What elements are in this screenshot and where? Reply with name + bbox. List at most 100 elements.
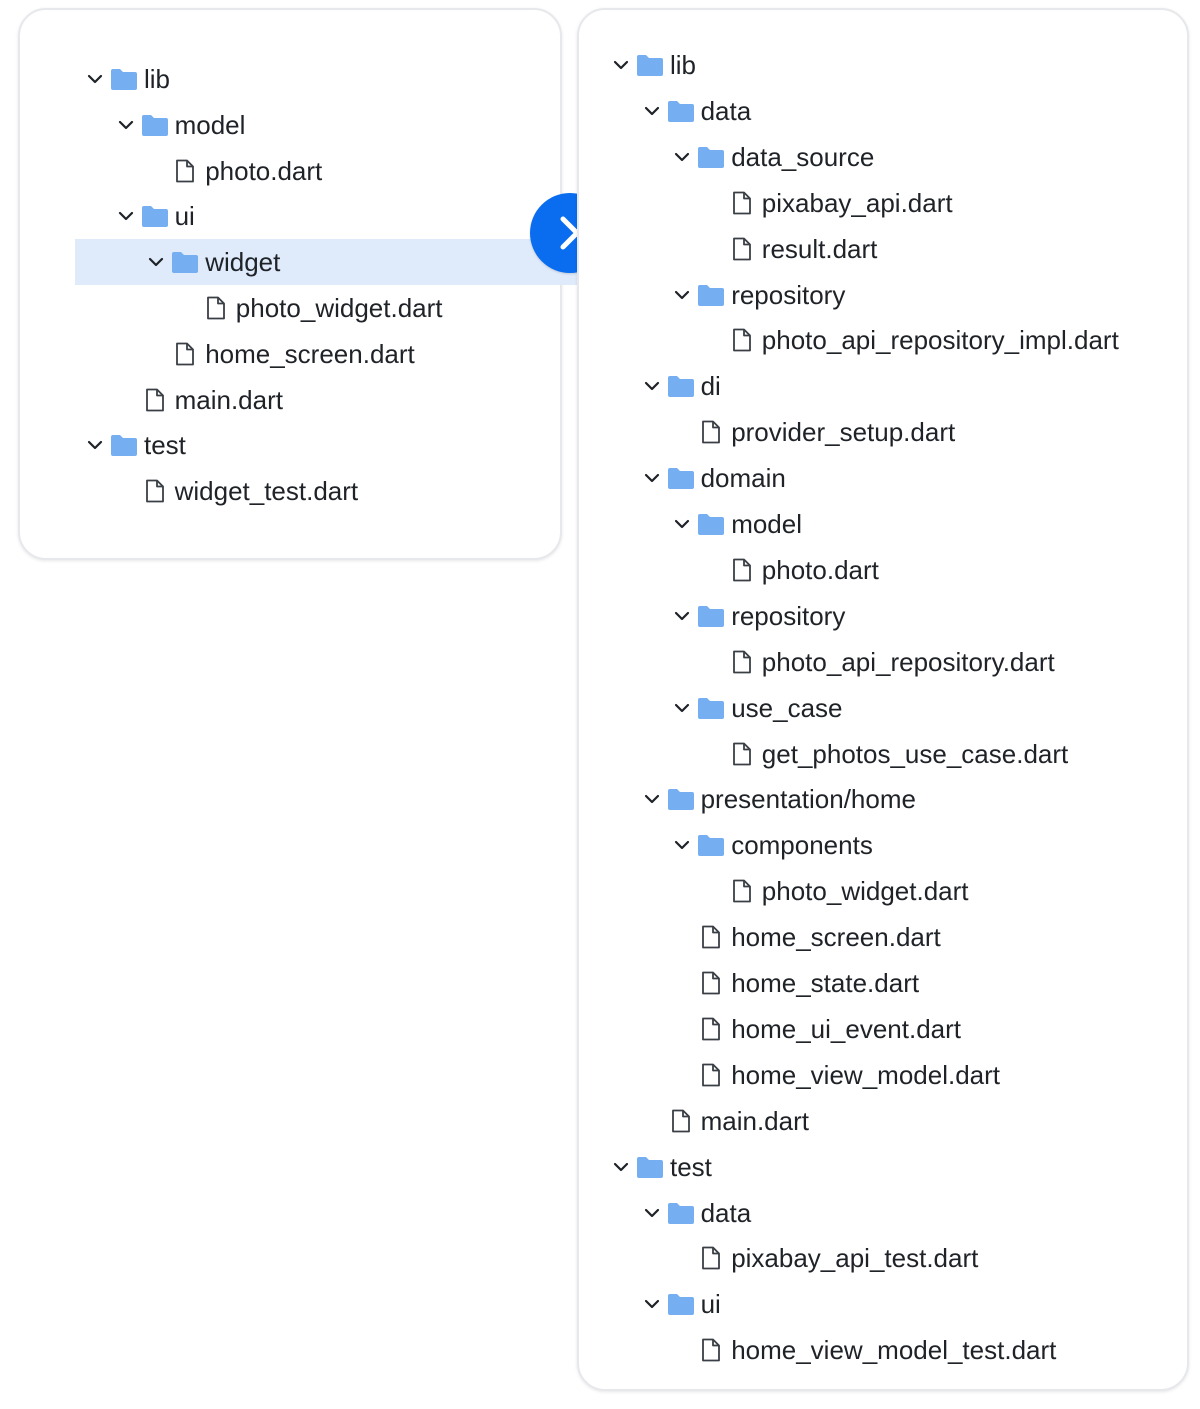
folder-icon [111, 435, 137, 457]
tree-folder-row[interactable]: lib [579, 42, 696, 88]
tree-item-label: use_case [731, 692, 843, 723]
tree-folder-row[interactable]: data [579, 1190, 751, 1236]
chevron-down-icon[interactable] [612, 56, 630, 74]
tree-folder-row[interactable]: repository [579, 272, 845, 318]
chevron-down-icon[interactable] [643, 102, 661, 120]
chevron-down-icon[interactable] [673, 286, 691, 304]
file-icon [145, 479, 164, 503]
tree-folder-row[interactable]: ui [579, 1281, 721, 1327]
tree-item-label: model [731, 509, 803, 539]
tree-folder-row[interactable]: domain [579, 455, 786, 501]
tree-file-row[interactable]: photo_widget.dart [20, 285, 443, 331]
tree-folder-row[interactable]: repository [579, 593, 845, 639]
file-icon [702, 1017, 721, 1041]
tree-file-row[interactable]: main.dart [20, 377, 283, 423]
tree-folder-row[interactable]: lib [20, 56, 170, 102]
tree-item-label: result.dart [761, 233, 878, 264]
tree-folder-row[interactable]: use_case [579, 685, 843, 731]
tree-file-row[interactable]: photo_api_repository_impl.dart [579, 317, 1119, 363]
chevron-down-icon[interactable] [117, 207, 135, 225]
tree-folder-row[interactable]: widget [75, 239, 578, 286]
tree-item-label: test [144, 430, 186, 461]
tree-folder-row[interactable]: model [20, 102, 245, 148]
file-icon [702, 1338, 721, 1362]
chevron-down-icon[interactable] [673, 148, 691, 166]
tree-file-row[interactable]: home_screen.dart [20, 331, 415, 377]
tree-file-row[interactable]: photo_widget.dart [579, 868, 969, 914]
folder-icon [111, 69, 137, 90]
tree-item-label: photo.dart [205, 155, 323, 186]
tree-file-row[interactable]: pixabay_api.dart [579, 180, 953, 226]
tree-file-row[interactable]: result.dart [579, 226, 877, 272]
file-icon [671, 1109, 690, 1133]
tree-folder-row[interactable]: presentation/home [579, 776, 916, 822]
tree-file-row[interactable]: photo_api_repository.dart [579, 639, 1055, 685]
chevron-down-icon[interactable] [643, 1204, 661, 1222]
file-icon [176, 342, 195, 366]
tree-item-label: home_state.dart [731, 968, 920, 998]
chevron-down-icon[interactable] [147, 253, 165, 271]
tree-folder-row[interactable]: di [579, 363, 721, 409]
tree-file-row[interactable]: provider_setup.dart [579, 409, 955, 455]
tree-folder-row[interactable]: test [579, 1144, 712, 1190]
tree-item-label: model [174, 109, 246, 140]
tree-file-row[interactable]: get_photos_use_case.dart [579, 731, 1068, 777]
file-icon [732, 650, 751, 674]
chevron-down-icon[interactable] [673, 607, 691, 625]
tree-item-label: main.dart [700, 1105, 809, 1136]
tree-item-label: presentation/home [700, 784, 916, 815]
tree-item-label: get_photos_use_case.dart [761, 738, 1069, 769]
chevron-down-icon[interactable] [673, 699, 691, 717]
tree-file-row[interactable]: home_state.dart [579, 960, 919, 1006]
chevron-down-icon[interactable] [643, 377, 661, 395]
folder-icon [667, 789, 694, 811]
file-icon [206, 296, 225, 320]
tree-file-row[interactable]: main.dart [579, 1098, 809, 1144]
tree-folder-row[interactable]: ui [20, 193, 195, 239]
chevron-down-icon[interactable] [643, 790, 661, 808]
tree-file-row[interactable]: home_view_model_test.dart [579, 1327, 1056, 1373]
file-icon [732, 191, 751, 215]
tree-item-label: home_view_model.dart [731, 1059, 1000, 1090]
file-icon [732, 328, 751, 352]
tree-file-row[interactable]: photo.dart [20, 148, 322, 194]
tree-file-row[interactable]: home_view_model.dart [579, 1052, 1000, 1098]
tree-item-label: domain [700, 463, 786, 494]
chevron-down-icon[interactable] [673, 515, 691, 533]
file-icon [702, 420, 721, 444]
tree-item-label: photo_api_repository_impl.dart [761, 325, 1119, 356]
tree-folder-row[interactable]: model [579, 501, 802, 547]
tree-folder-row[interactable]: data [579, 88, 751, 134]
tree-folder-row[interactable]: test [20, 422, 186, 468]
file-icon [702, 1063, 721, 1087]
tree-item-label: provider_setup.dart [731, 417, 956, 448]
chevron-down-icon[interactable] [643, 469, 661, 487]
chevron-down-icon[interactable] [612, 1158, 630, 1176]
file-icon [732, 237, 751, 260]
file-icon [702, 971, 721, 995]
tree-item-label: photo.dart [761, 554, 879, 585]
chevron-down-icon[interactable] [673, 836, 691, 854]
tree-item-label: home_ui_event.dart [731, 1013, 962, 1044]
tree-item-label: ui [700, 1289, 721, 1320]
folder-icon [667, 100, 694, 122]
tree-item-label: pixabay_api.dart [761, 187, 953, 218]
tree-folder-row[interactable]: components [579, 822, 873, 868]
chevron-down-icon[interactable] [117, 116, 135, 134]
chevron-down-icon[interactable] [643, 1295, 661, 1313]
tree-file-row[interactable]: home_screen.dart [579, 914, 941, 960]
folder-icon [172, 252, 199, 274]
tree-item-label: repository [731, 600, 846, 631]
tree-file-row[interactable]: pixabay_api_test.dart [579, 1235, 978, 1281]
tree-item-label: data [700, 1197, 752, 1228]
folder-icon [698, 514, 725, 535]
chevron-down-icon[interactable] [86, 436, 104, 454]
file-icon [732, 558, 751, 582]
tree-file-row[interactable]: home_ui_event.dart [579, 1006, 961, 1052]
tree-file-row[interactable]: widget_test.dart [20, 468, 358, 514]
tree-file-row[interactable]: photo.dart [579, 547, 879, 593]
tree-folder-row[interactable]: data_source [579, 134, 874, 180]
folder-icon [141, 114, 168, 136]
chevron-down-icon[interactable] [86, 70, 104, 88]
